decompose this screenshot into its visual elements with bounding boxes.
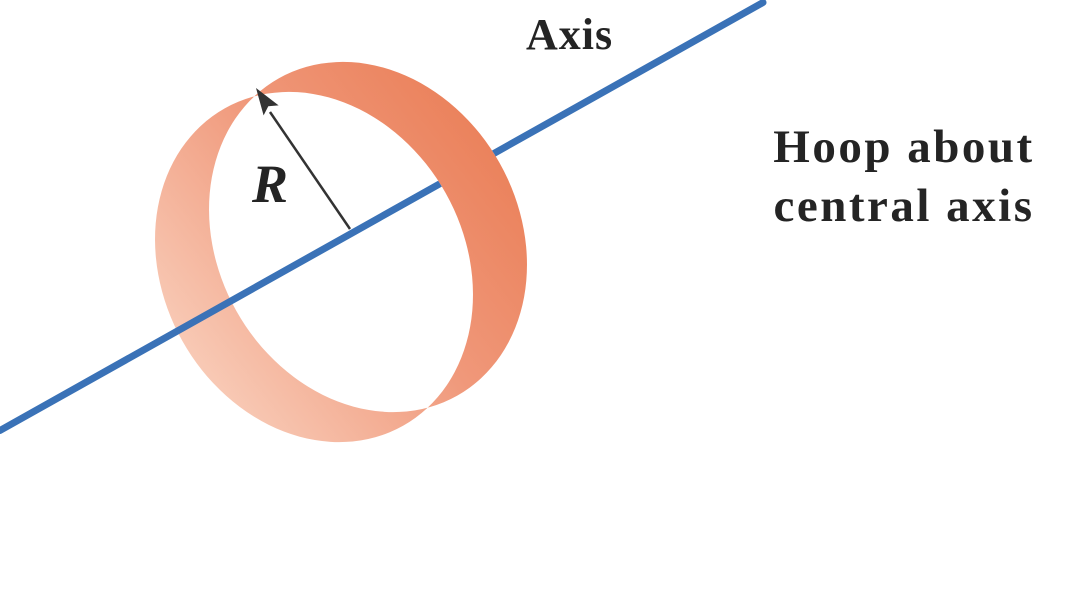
- radius-arrow: [256, 88, 352, 230]
- axis-line: [0, 0, 767, 434]
- radius-arrowhead: [256, 88, 279, 116]
- radius-label: R: [252, 154, 289, 214]
- caption-line-2: central axis: [773, 180, 1035, 232]
- axis-label: Axis: [526, 10, 614, 59]
- radius-arrow-shaft: [268, 111, 352, 230]
- hoop-band: [155, 61, 527, 443]
- caption: Hoop about central axis: [744, 118, 1064, 236]
- caption-line-1: Hoop about: [773, 121, 1035, 173]
